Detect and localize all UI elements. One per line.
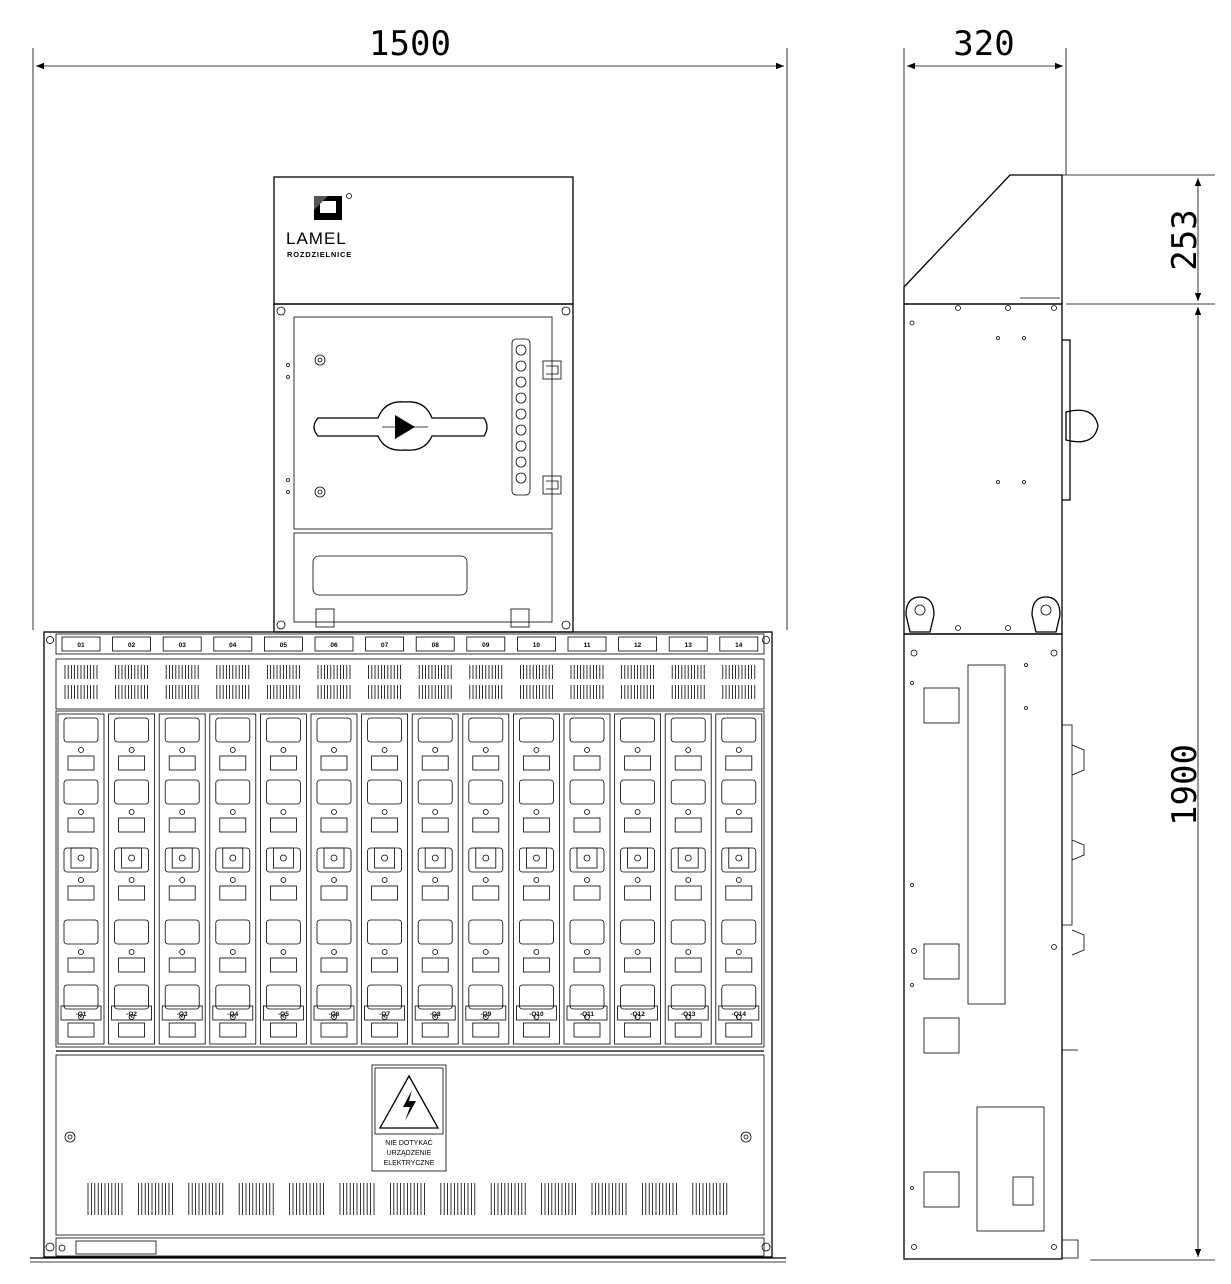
vent-group	[541, 1183, 576, 1215]
column-bottom-label: -Q7	[379, 1011, 390, 1018]
fuse-switchboard: 01 -Q1 02 -Q2 03 -Q3 04 -Q4 05 -Q5 06 -Q6 07 -Q7 08 -Q8…	[30, 631, 786, 1263]
dimension-top-height: 253	[1010, 174, 1215, 305]
fuse-column: 05 -Q5	[259, 636, 307, 1045]
dimension-body-height: 1900	[1090, 307, 1215, 1261]
dimension-depth-side: 320	[903, 24, 1067, 290]
column-bottom-label: -Q2	[126, 1011, 137, 1018]
dim-label-body-height: 1900	[1165, 744, 1205, 826]
column-bottom-label: -Q5	[278, 1011, 289, 1018]
column-top-label: 11	[584, 642, 591, 649]
side-view	[903, 174, 1099, 1260]
column-bottom-label: -Q4	[227, 1011, 238, 1018]
vent-group	[289, 1183, 325, 1215]
column-top-label: 01	[77, 642, 85, 649]
fuse-column: 12 -Q12	[614, 636, 661, 1045]
column-top-label: 08	[432, 642, 440, 649]
vent-group	[591, 1183, 627, 1215]
warning-line-1: NIE DOTYKAĆ	[385, 1138, 432, 1147]
fuse-column: 10 -Q10	[513, 636, 560, 1045]
column-top-label: 14	[735, 642, 743, 649]
lamel-logo: LAMEL ROZDZIELNICE	[286, 193, 352, 259]
fuse-column: 03 -Q3	[158, 636, 206, 1045]
column-bottom-label: -Q11	[580, 1011, 594, 1018]
dimension-width-front: 1500	[32, 24, 788, 630]
lifting-eye-right	[1031, 596, 1061, 633]
fuse-column: 01 -Q1	[57, 636, 105, 1045]
fuse-column: 11 -Q11	[563, 636, 611, 1045]
vent-group	[440, 1183, 476, 1215]
rotary-handle	[313, 401, 488, 451]
fuse-column: 07 -Q7	[361, 636, 409, 1045]
column-top-label: 04	[229, 642, 237, 649]
vent-group	[87, 1183, 123, 1215]
vent-group	[188, 1183, 224, 1215]
column-bottom-label: -Q14	[732, 1011, 747, 1018]
side-handle	[1065, 409, 1099, 443]
vent-group	[490, 1183, 526, 1215]
vent-group	[339, 1183, 375, 1215]
vent-group	[238, 1183, 274, 1215]
fuse-column: 09 -Q9	[462, 636, 510, 1045]
main-switch-cabinet	[273, 303, 574, 633]
vent-group	[137, 1183, 173, 1215]
brand-name: LAMEL	[286, 229, 347, 248]
column-top-label: 06	[330, 642, 338, 649]
column-bottom-label: -Q9	[480, 1011, 491, 1018]
side-upper-body	[903, 303, 1063, 635]
column-top-label: 12	[634, 642, 642, 649]
column-bottom-label: -Q3	[177, 1011, 188, 1018]
column-bottom-label: -Q1	[76, 1011, 87, 1018]
column-bottom-label: -Q6	[329, 1011, 340, 1018]
column-bottom-label: -Q12	[630, 1011, 645, 1018]
dim-label-front-width: 1500	[369, 24, 451, 64]
fuse-column: 04 -Q4	[209, 636, 257, 1045]
column-top-label: 13	[685, 642, 693, 649]
column-top-label: 07	[381, 642, 389, 649]
column-top-label: 09	[482, 642, 490, 649]
brand-subtitle: ROZDZIELNICE	[287, 250, 352, 259]
fuse-column: 02 -Q2	[108, 636, 155, 1045]
vent-group	[692, 1183, 728, 1215]
lifting-eye-left	[905, 596, 935, 633]
fuse-column: 08 -Q8	[411, 636, 459, 1045]
fuse-column: 13 -Q13	[664, 636, 712, 1045]
column-top-label: 05	[280, 642, 288, 649]
indicator-column	[511, 338, 531, 496]
side-top-hood	[903, 174, 1063, 305]
side-lower-body	[903, 633, 1063, 1260]
warning-line-2: URZĄDZENIE	[387, 1150, 432, 1157]
vent-group	[642, 1183, 677, 1215]
column-bottom-label: -Q8	[430, 1011, 441, 1018]
dim-label-top-height: 253	[1165, 209, 1205, 270]
nameplate-window	[312, 555, 468, 596]
fuse-column: 06 -Q6	[310, 636, 358, 1045]
warning-sign: NIE DOTYKAĆ URZĄDZENIE ELEKTRYCZNE	[371, 1064, 447, 1172]
column-bottom-label: -Q13	[681, 1011, 696, 1018]
column-top-label: 02	[128, 642, 136, 649]
warning-line-3: ELEKTRYCZNE	[384, 1160, 435, 1167]
column-top-label: 03	[179, 642, 187, 649]
front-view: LAMEL ROZDZIELNICE	[30, 176, 786, 1263]
column-bottom-label: -Q10	[529, 1011, 544, 1018]
dim-label-side-depth: 320	[953, 24, 1014, 64]
fuse-column: 14 -Q14	[715, 636, 763, 1045]
column-top-label: 10	[533, 642, 541, 649]
vent-group	[389, 1183, 425, 1215]
